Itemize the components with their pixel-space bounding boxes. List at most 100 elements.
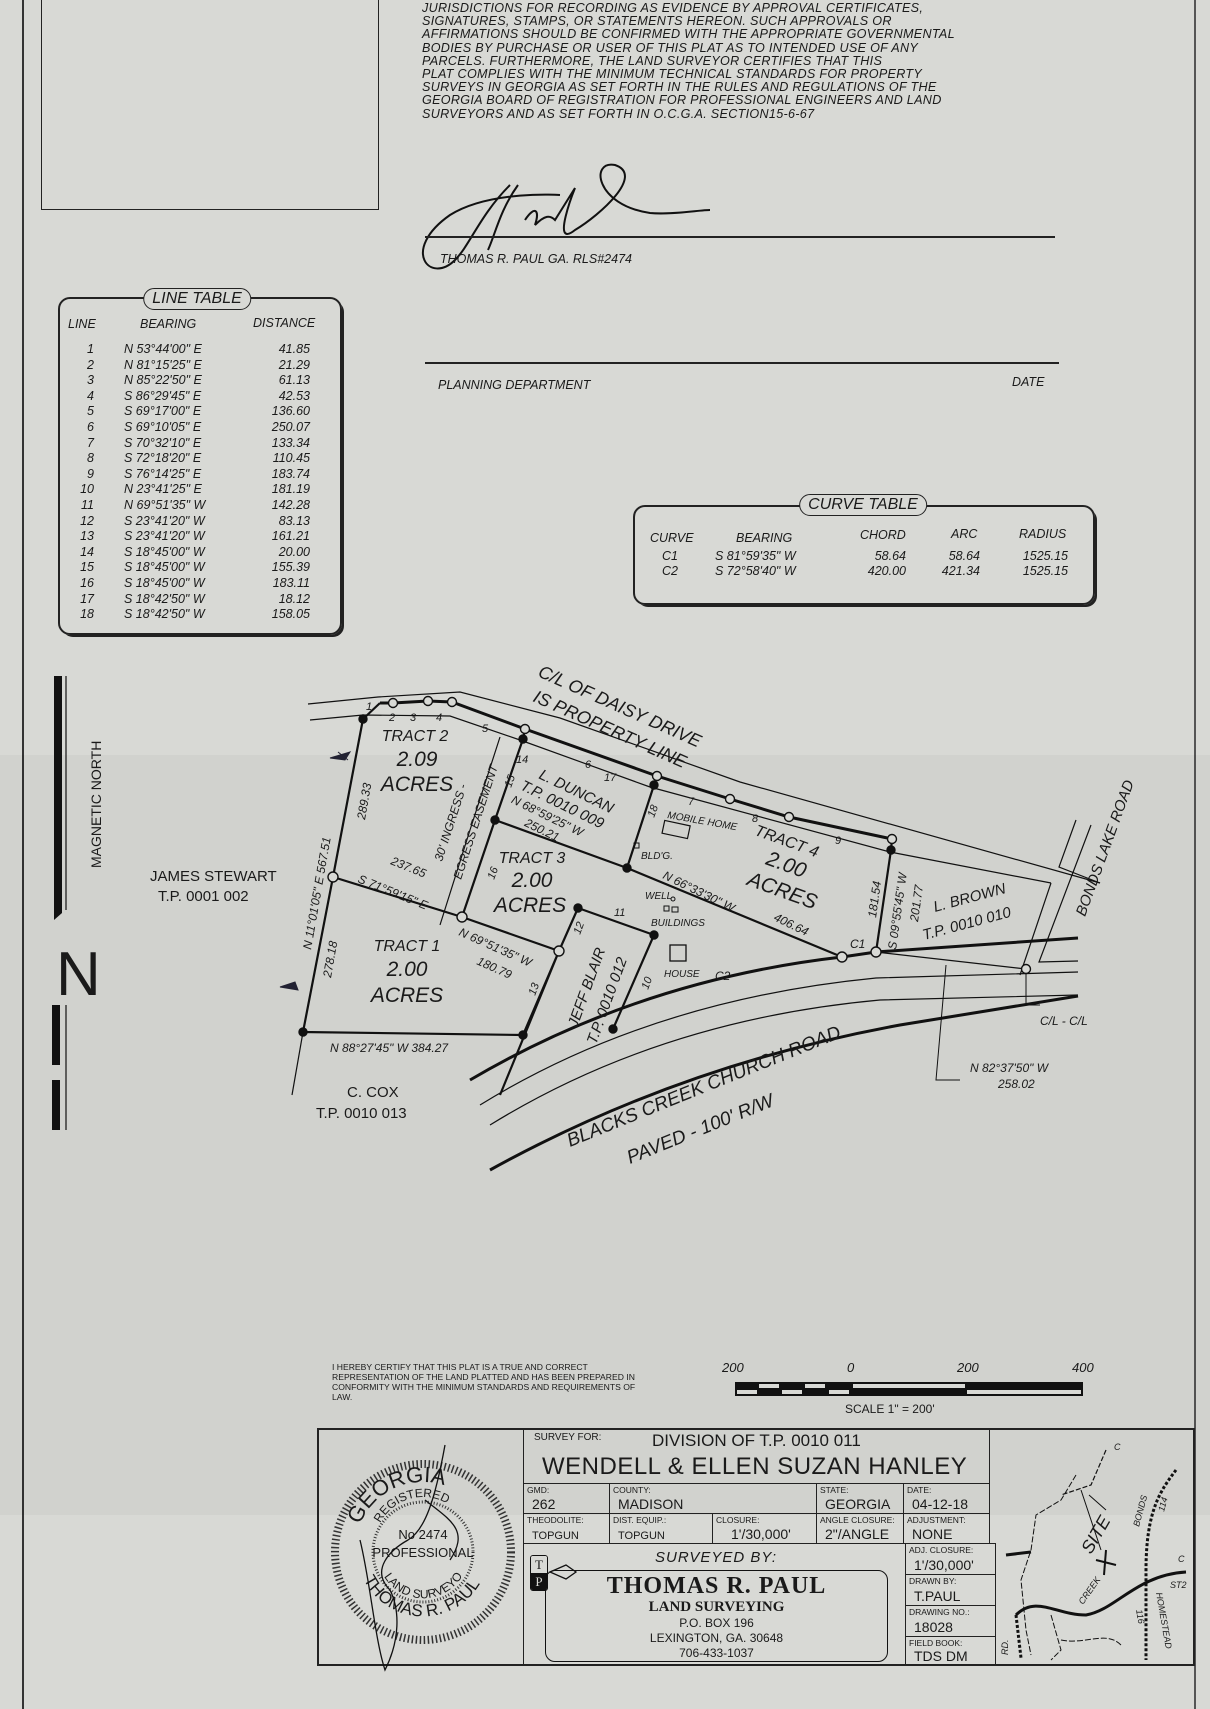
company-box: THOMAS R. PAUL LAND SURVEYING P.O. BOX 1… [545, 1570, 888, 1662]
line-number-cell: 4 [87, 388, 94, 403]
scale-tick: 0 [847, 1360, 855, 1375]
map-label-st2: ST2 [1170, 1580, 1187, 1590]
company-logo: T P [530, 1555, 548, 1591]
theodolite-label: THEODOLITE: [527, 1515, 584, 1525]
adjustment-label: ADJUSTMENT: [907, 1515, 966, 1525]
certification-line: PLAT COMPLIES WITH THE MINIMUM TECHNICAL… [422, 67, 923, 82]
certification-line: SURVEYS IN GEORGIA AS SET FORTH IN THE R… [422, 80, 937, 95]
line-distance-cell: 183.74 [271, 466, 310, 481]
line-distance-cell: 61.13 [278, 373, 310, 388]
line-distance-cell: 155.39 [271, 560, 310, 575]
surveyed-by-cell [523, 1543, 906, 1666]
recording-box [41, 0, 379, 210]
line-table-header-line: LINE [68, 317, 96, 331]
adjustment-value: NONE [912, 1526, 953, 1542]
line-distance-cell: 158.05 [271, 607, 310, 622]
line-number-cell: 8 [87, 451, 94, 466]
line-bearing-cell: S 86°29'45" E [124, 388, 202, 403]
line-number: 9 [835, 835, 841, 847]
seal-signature [359, 1444, 459, 1672]
certification-line: PARCELS. FURTHERMORE, THE LAND SURVEYOR … [422, 53, 883, 68]
line-bearing-cell: S 69°17'00" E [124, 404, 202, 419]
line-distance-cell: 133.34 [271, 435, 310, 450]
gmd-value: 262 [532, 1496, 556, 1512]
scale-bar-graphic [735, 1382, 1083, 1396]
line-number-cell: 2 [87, 357, 94, 372]
location-map: BONDS 114 SITE CREEK ST2 HOMESTEAD 116 R… [1000, 1442, 1187, 1661]
company-name: THOMAS R. PAUL [606, 1573, 827, 1599]
division-title: DIVISION OF T.P. 0010 011 [652, 1431, 861, 1450]
line-number-cell: 12 [80, 513, 94, 528]
logo-letter-t: T [531, 1556, 547, 1573]
tie-bearing: N 82°37'50" W [970, 1061, 1050, 1075]
line-number: 15 [503, 773, 519, 789]
line-distance-cell: 41.85 [278, 342, 310, 356]
dim-201: 201.77 [907, 883, 926, 924]
bldg-label: BLD'G. [641, 851, 673, 862]
scale-bar [735, 1382, 1083, 1396]
cl-cl-label: C/L - C/L [1040, 1014, 1088, 1028]
curve-table-header-chord: CHORD [860, 528, 906, 542]
line-table-header-bearing: BEARING [140, 317, 197, 331]
signature-line [425, 236, 1055, 238]
blacks-creek-road-north [469, 936, 1079, 1082]
magnetic-north-label: MAGNETIC NORTH [88, 741, 104, 868]
cox-name: C. COX [347, 1084, 399, 1101]
theodolite-value: TOPGUN [532, 1530, 579, 1542]
map-label-114: 114 [1156, 1496, 1169, 1512]
buildings-label: BUILDINGS [651, 918, 705, 929]
line-table-title: LINE TABLE [143, 288, 251, 310]
line-number-cell: 10 [80, 482, 94, 497]
line-distance-cell: 136.60 [271, 404, 310, 419]
buildings-icon [663, 905, 670, 912]
page-border-right [1194, 0, 1196, 1709]
angle-closure-cell: ANGLE CLOSURE:2"/ANGLE [816, 1513, 904, 1544]
drawn-by-label: DRAWN BY: [909, 1576, 957, 1586]
angle-closure-label: ANGLE CLOSURE: [820, 1515, 895, 1525]
line-number-cell: 17 [80, 591, 94, 606]
house-icon [669, 944, 687, 962]
certification-line: AFFIRMATIONS SHOULD BE CONFIRMED WITH TH… [422, 27, 955, 42]
drawing-no-label: DRAWING NO.: [909, 1607, 970, 1617]
c1-label: C1 [850, 937, 865, 951]
line-distance-cell: 42.53 [278, 388, 310, 403]
surveyed-by-label: SURVEYED BY: [655, 1549, 778, 1566]
line-distance-cell: 161.21 [271, 529, 310, 544]
adj-closure-cell: ADJ. CLOSURE:1'/30,000' [905, 1543, 996, 1575]
line-bearing-cell: N 85°22'50" E [124, 373, 202, 388]
surveyor-name-line: THOMAS R. PAUL GA. RLS#2474 [440, 252, 632, 266]
tract1-acres: ACRES [369, 984, 443, 1007]
county-value: MADISON [618, 1496, 684, 1512]
dist-equip-value: TOPGUN [618, 1530, 665, 1542]
bonds-lake-road-east [1038, 824, 1092, 963]
mobile-home-label: MOBILE HOME [666, 810, 738, 833]
date-label: DATE: [907, 1485, 932, 1495]
line-bearing-cell: S 18°45'00" W [124, 560, 205, 575]
line-number-cell: 6 [87, 420, 94, 434]
house-label: HOUSE [664, 969, 700, 980]
certification-line: GEORGIA BOARD OF REGISTRATION FOR PROFES… [422, 93, 942, 108]
owners-title: WENDELL & ELLEN SUZAN HANLEY [542, 1453, 968, 1480]
line-number-cell: 1 [87, 342, 94, 356]
line-bearing-cell: N 53°44'00" E [124, 342, 202, 356]
line-number: 14 [516, 754, 528, 766]
line-number: 7 [688, 796, 695, 808]
state-label: STATE: [820, 1485, 849, 1495]
line-number-labels: 1 2 3 4 5 6 7 8 9 10 11 12 13 14 15 16 1… [366, 701, 841, 997]
north-arrow-shaft-icon [54, 676, 62, 920]
certification-line: BODIES BY PURCHASE OR USER OF THIS PLAT … [422, 40, 919, 55]
scale-tick: 200 [957, 1360, 979, 1375]
well-label: WELL [645, 891, 672, 902]
map-label-homestead: HOMESTEAD [1154, 1592, 1174, 1650]
dim-237: 237.65 [388, 853, 429, 880]
map-label-bonds: BONDS [1131, 1494, 1149, 1528]
map-label-c: C [1114, 1442, 1121, 1452]
closure-value: 1'/30,000' [731, 1526, 791, 1542]
seal-professional: PROFESSIONAL [372, 1545, 473, 1560]
easement-line [439, 736, 501, 926]
line-distance-cell: 181.19 [271, 482, 310, 497]
line-number: 5 [482, 723, 489, 735]
survey-for-cell: SURVEY FOR: DIVISION OF T.P. 0010 011 WE… [523, 1428, 990, 1484]
drawn-by-value: T.PAUL [914, 1588, 961, 1604]
tract1-label: TRACT 1 [374, 938, 441, 955]
